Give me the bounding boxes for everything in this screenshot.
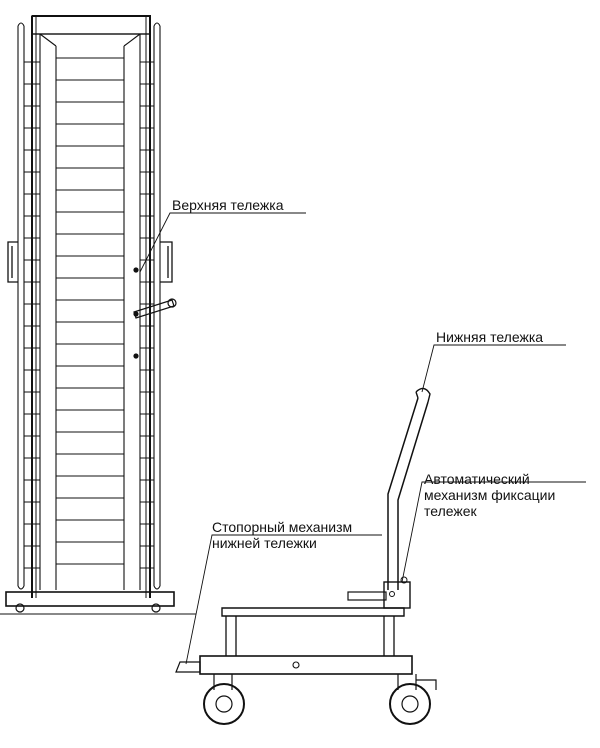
- label-lower-cart-text: Нижняя тележка: [436, 329, 544, 345]
- upper-cart-top-header: [31, 15, 151, 35]
- label-lower-cart: Нижняя тележка: [436, 329, 543, 345]
- label-auto-lock-line-3: тележек: [424, 503, 477, 519]
- lower-cart-drawing: [175, 387, 437, 725]
- label-stop-mechanism-line-2: нижней тележки: [212, 535, 317, 551]
- label-stop-mechanism-line-1: Стопорный механизм: [212, 519, 353, 535]
- leader-upper-cart: [139, 212, 306, 273]
- leader-lines: [139, 212, 586, 665]
- lower-cart-wheel-right: [389, 674, 437, 725]
- lower-cart-handle: [387, 397, 429, 590]
- leader-auto-lock: [401, 481, 586, 583]
- lower-cart-wheel-left: [203, 674, 245, 725]
- label-upper-cart-text: Верхняя тележка: [172, 197, 284, 213]
- label-stop-mechanism: Стопорный механизм нижней тележки: [212, 519, 352, 551]
- lower-cart-frame: [199, 655, 413, 675]
- stop-pedal: [175, 661, 201, 673]
- upper-cart-right-handle: [160, 241, 173, 283]
- upper-cart-drawing: [0, 15, 196, 615]
- lower-cart-lock-block: [383, 581, 411, 609]
- lower-cart-platform: [221, 607, 405, 617]
- label-upper-cart: Верхняя тележка: [172, 197, 284, 213]
- leader-stop-mechanism: [185, 534, 382, 665]
- leader-lower-cart: [421, 344, 566, 393]
- upper-cart-frame: [31, 15, 151, 598]
- label-auto-lock-line-2: механизм фиксации: [424, 487, 556, 503]
- label-auto-lock-line-1: Автоматический: [424, 471, 530, 487]
- upper-cart-left-handle: [7, 241, 18, 283]
- upper-cart-slats: [24, 57, 154, 569]
- upper-cart-inner-panel: [39, 33, 141, 590]
- label-auto-lock: Автоматический механизм фиксации тележек: [424, 471, 555, 519]
- upper-cart-base: [5, 591, 175, 607]
